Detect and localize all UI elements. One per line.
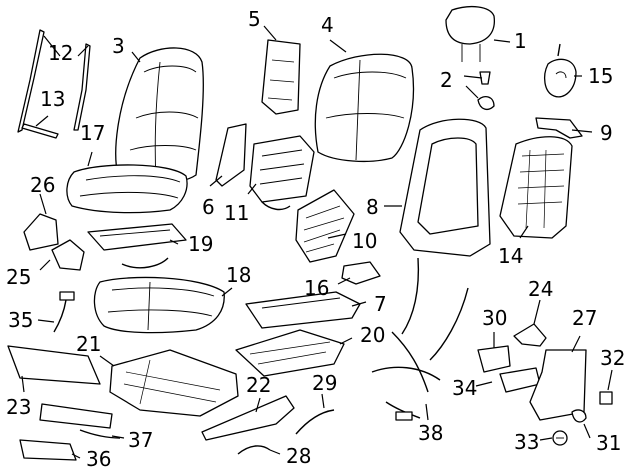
motor-part xyxy=(341,261,381,285)
wiring-harness-part xyxy=(371,257,469,421)
side-trim-part xyxy=(23,213,59,251)
switch-2-part xyxy=(499,367,541,393)
bracket-part xyxy=(215,123,247,187)
lower-pan-part xyxy=(245,291,361,329)
callout-8: 8 xyxy=(366,195,379,219)
back-panel-part xyxy=(261,39,301,115)
callout-15: 15 xyxy=(588,64,614,88)
cap-part xyxy=(599,391,613,405)
side-shield-part xyxy=(201,395,295,441)
callout-32: 32 xyxy=(600,346,626,370)
callout-34: 34 xyxy=(452,376,478,400)
callout-2: 2 xyxy=(440,68,453,92)
cable-part xyxy=(237,445,271,455)
callout-18: 18 xyxy=(226,263,252,287)
callout-20: 20 xyxy=(360,323,386,347)
cushion-cover-part xyxy=(66,164,188,214)
seat-frame-part xyxy=(109,349,239,417)
callout-30: 30 xyxy=(482,306,508,330)
callout-19: 19 xyxy=(188,232,214,256)
callout-31: 31 xyxy=(596,431,622,455)
trim-strip-part xyxy=(17,29,91,133)
callout-35: 35 xyxy=(8,308,34,332)
outer-shield-part xyxy=(529,349,587,421)
callout-12: 12 xyxy=(48,41,74,65)
callout-29: 29 xyxy=(312,371,338,395)
callout-11: 11 xyxy=(224,201,250,225)
seatback-foam-part xyxy=(314,53,415,162)
headrest-guide-part xyxy=(477,71,495,111)
front-trim-part xyxy=(7,345,101,385)
cable-bracket-part xyxy=(39,403,121,439)
seatback-cover-part xyxy=(115,47,204,185)
seat-cushion-part xyxy=(93,276,225,334)
cable-2-part xyxy=(295,409,335,435)
seatback-frame-part xyxy=(399,118,491,257)
callout-36: 36 xyxy=(86,447,112,471)
callout-28: 28 xyxy=(286,444,312,468)
callout-22: 22 xyxy=(246,373,272,397)
callout-14: 14 xyxy=(498,244,524,268)
lumbar-module-part xyxy=(249,135,315,211)
callout-7: 7 xyxy=(374,292,387,316)
knob-part xyxy=(571,409,587,423)
switch-part xyxy=(477,345,511,373)
callout-6: 6 xyxy=(202,195,215,219)
callout-17: 17 xyxy=(80,121,106,145)
track-assembly-part xyxy=(235,329,345,377)
mesh-frame-part xyxy=(499,136,573,239)
headrest-part xyxy=(445,5,496,62)
callout-26: 26 xyxy=(30,173,56,197)
callout-16: 16 xyxy=(304,276,330,300)
callout-24: 24 xyxy=(528,277,554,301)
callout-37: 37 xyxy=(128,428,154,452)
callout-25: 25 xyxy=(6,265,32,289)
callout-1: 1 xyxy=(514,29,527,53)
callout-13: 13 xyxy=(40,87,66,111)
speaker-part xyxy=(543,43,577,98)
screw-part xyxy=(552,430,568,446)
callout-21: 21 xyxy=(76,332,102,356)
callout-10: 10 xyxy=(352,229,378,253)
callout-33: 33 xyxy=(514,430,540,454)
small-bracket-part xyxy=(513,323,547,347)
latch-part xyxy=(535,117,583,139)
side-bracket-part xyxy=(51,239,85,271)
callout-3: 3 xyxy=(112,34,125,58)
control-module-part xyxy=(19,439,77,461)
sensor-part xyxy=(53,291,75,333)
small-strip-part xyxy=(21,123,59,139)
spring-mat-part xyxy=(295,189,355,263)
cushion-pan-part xyxy=(87,223,187,269)
callout-9: 9 xyxy=(600,121,613,145)
callout-5: 5 xyxy=(248,7,261,31)
callout-4: 4 xyxy=(321,13,334,37)
callout-27: 27 xyxy=(572,306,598,330)
leader-lines xyxy=(21,25,613,459)
callout-23: 23 xyxy=(6,395,32,419)
callout-38: 38 xyxy=(418,421,444,445)
